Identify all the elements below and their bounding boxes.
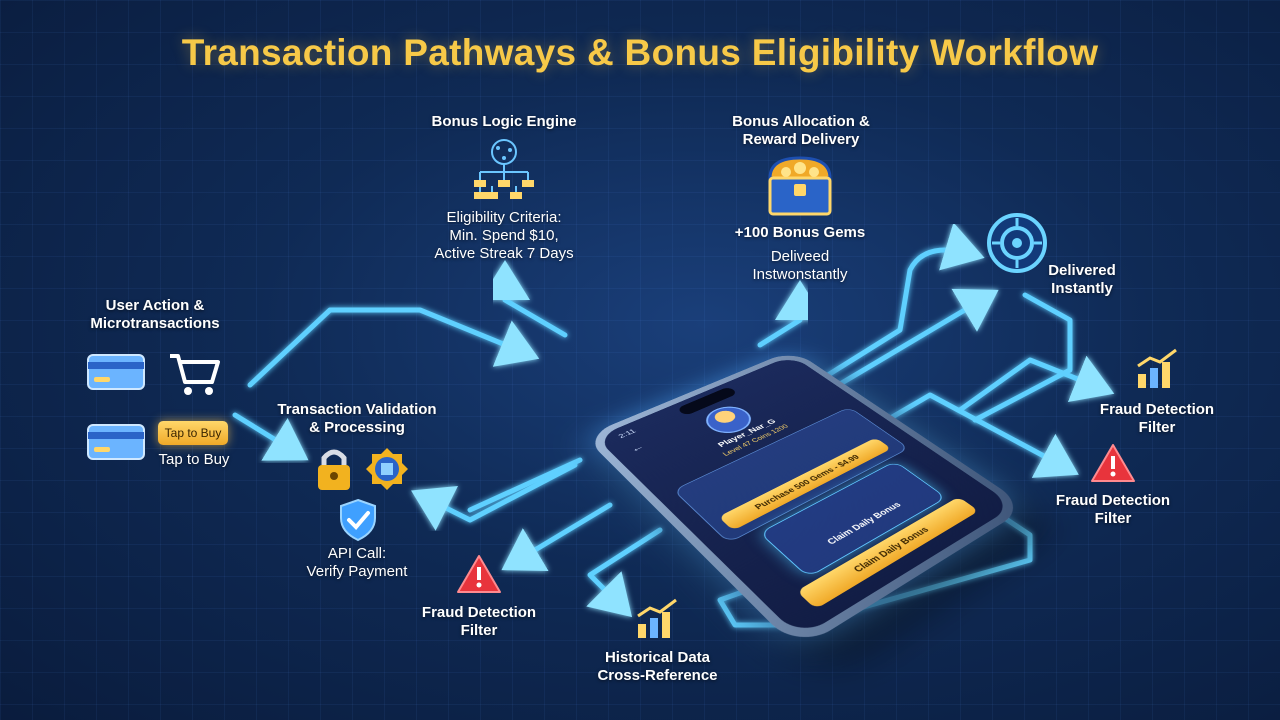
- fraud-detection-left-label: Fraud Detection Filter: [421, 604, 537, 639]
- bonus-gems-label: +100 Bonus Gems: [734, 224, 866, 241]
- flow-lines: [232, 163, 1115, 628]
- page-title: Transaction Pathways & Bonus Eligibility…: [181, 32, 1099, 73]
- flow-delivered-loop: [972, 292, 1073, 423]
- fraud-detection-right-top-label: Fraud Detection Filter: [1099, 401, 1215, 436]
- flow-phone-to-validation: [411, 462, 578, 531]
- shopping-cart-icon: [170, 354, 220, 395]
- phone-illustration: 2:11 ← Player_Nar_G Level 47 Coins 1200 …: [560, 300, 1028, 651]
- growth-chart-icon: [637, 598, 677, 638]
- tap-to-buy-caption: Tap to Buy: [158, 451, 230, 468]
- flow-user-to-phone: [247, 307, 540, 388]
- flow-phone-to-target: [817, 222, 985, 383]
- bonus-allocation-label: Bonus Allocation & Reward Delivery: [732, 113, 870, 148]
- validation-label: Transaction Validation & Processing: [277, 401, 437, 436]
- phone-screen: 2:11 ← Player_Nar_G Level 47 Coins 1200 …: [595, 355, 1015, 639]
- flow-phone-to-logic: [480, 260, 568, 338]
- delivered-center-label: Deliveed Instwonstantly: [752, 248, 848, 283]
- flow-phone-to-fraud-left: [501, 502, 613, 572]
- credit-card-icon: [87, 424, 145, 460]
- user-action-label: User Action & Microtransactions: [90, 297, 220, 332]
- flow-user-to-validation: [232, 412, 309, 461]
- delivered-right-label: Delivered Instantly: [1048, 262, 1116, 297]
- api-call-label: API Call: Verify Payment: [306, 545, 408, 580]
- fraud-detection-right-bottom-label: Fraud Detection Filter: [1055, 492, 1171, 527]
- back-arrow-icon[interactable]: ←: [626, 441, 647, 455]
- network-tree-icon: [474, 139, 534, 199]
- flow-phone-to-fraud-left2: [467, 457, 583, 513]
- shield-check-icon: [340, 498, 376, 542]
- bonus-logic-engine-label: Bonus Logic Engine: [431, 113, 577, 130]
- lock-icon: [318, 449, 350, 490]
- historical-data-label: Historical Data Cross-Reference: [597, 649, 718, 684]
- flow-phone-to-allocation: [757, 280, 825, 348]
- flow-phone-to-historical: [586, 527, 663, 618]
- credit-card-icon: [87, 354, 145, 390]
- treasure-chest-icon: [768, 156, 832, 216]
- flow-to-fraud-top: [957, 355, 1115, 413]
- target-icon: [987, 213, 1047, 273]
- growth-chart-icon: [1137, 348, 1177, 388]
- eligibility-criteria-label: Eligibility Criteria: Min. Spend $10, Ac…: [434, 209, 574, 262]
- flow-phone-to-delivered: [827, 288, 999, 393]
- warning-triangle-icon: [1091, 444, 1135, 482]
- phone-clock: 2:11: [617, 428, 638, 440]
- warning-triangle-icon: [457, 555, 501, 593]
- gear-badge-icon: [366, 448, 408, 490]
- tap-to-buy-button[interactable]: Tap to Buy: [158, 421, 228, 445]
